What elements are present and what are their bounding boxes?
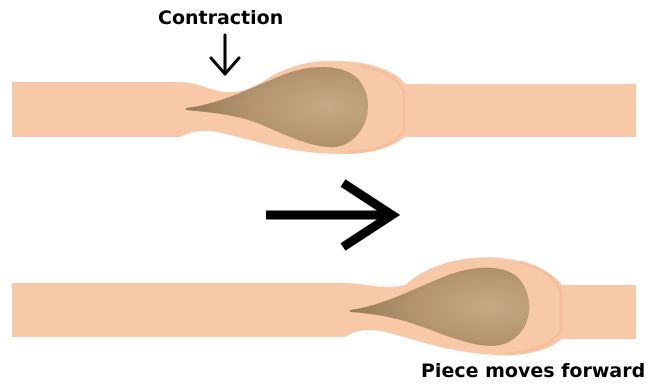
piece-moves-forward-label: Piece moves forward: [421, 362, 645, 381]
tube-bottom: [12, 257, 636, 355]
contraction-label: Contraction: [158, 9, 283, 28]
arrow-right-icon: [266, 183, 392, 247]
arrow-down-icon: [211, 35, 239, 74]
